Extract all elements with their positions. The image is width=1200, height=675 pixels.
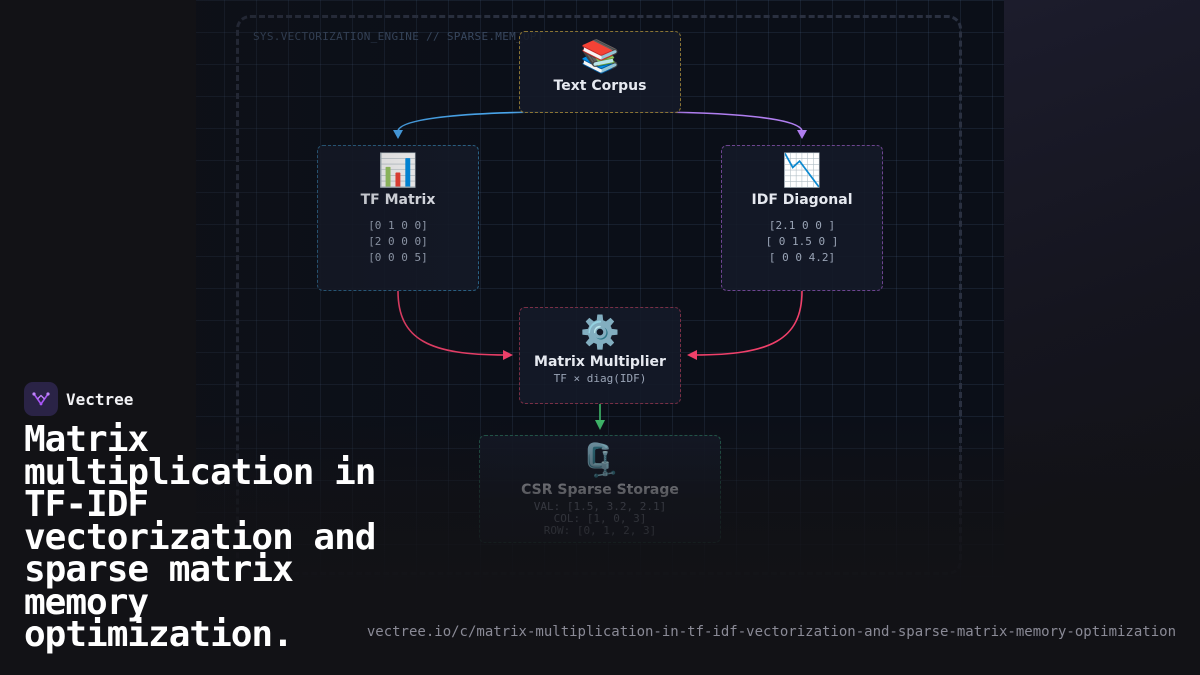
csr-values: VAL: [1.5, 3.2, 2.1] COL: [1, 0, 3] ROW:…	[480, 501, 720, 537]
node-text-corpus: 📚 Text Corpus	[519, 31, 681, 113]
node-title: IDF Diagonal	[751, 192, 853, 208]
node-title: CSR Sparse Storage	[521, 482, 679, 498]
edge-corpus-to-tf-arrowhead	[393, 130, 403, 139]
vectree-logo-icon	[24, 382, 58, 416]
gear-icon: ⚙️	[580, 313, 620, 351]
node-tf-matrix: 📊 TF Matrix [0 1 0 0] [2 0 0 0] [0 0 0 5…	[317, 145, 479, 291]
edge-multiplier-to-csr-arrowhead	[595, 420, 605, 430]
node-title: Matrix Multiplier	[534, 354, 666, 370]
edge-tf-to-multiplier	[397, 290, 506, 356]
matrix-row: [0 0 0 5]	[368, 251, 428, 264]
matrix-row: [0 1 0 0]	[368, 219, 428, 232]
edge-idf-to-multiplier-arrowhead	[687, 350, 697, 360]
csr-row: ROW: [0, 1, 2, 3]	[543, 524, 657, 537]
matrix-row: [ 0 1.5 0 ]	[765, 235, 839, 248]
bar-chart-icon: 📊	[378, 151, 418, 189]
matrix-row: [ 0 0 4.2]	[768, 251, 836, 264]
chart-decreasing-icon: 📉	[782, 151, 822, 189]
books-icon: 📚	[580, 37, 620, 75]
matrix-values: [2.1 0 0 ] [ 0 1.5 0 ] [ 0 0 4.2]	[722, 218, 882, 266]
edge-corpus-to-tf	[397, 111, 561, 132]
brand: Vectree	[24, 382, 133, 416]
node-csr-sparse-storage: 🗜️ CSR Sparse Storage VAL: [1.5, 3.2, 2.…	[479, 435, 721, 543]
headline: Matrix multiplication in TF-IDF vectoriz…	[24, 419, 376, 655]
brand-name: Vectree	[66, 389, 134, 409]
matrix-row: [2.1 0 0 ]	[768, 219, 836, 232]
node-matrix-multiplier: ⚙️ Matrix Multiplier TF × diag(IDF)	[519, 307, 681, 404]
edge-corpus-to-idf	[639, 111, 803, 132]
page-url: vectree.io/c/matrix-multiplication-in-tf…	[366, 624, 1176, 640]
node-idf-diagonal: 📉 IDF Diagonal [2.1 0 0 ] [ 0 1.5 0 ] [ …	[721, 145, 883, 291]
node-formula: TF × diag(IDF)	[553, 372, 647, 385]
matrix-values: [0 1 0 0] [2 0 0 0] [0 0 0 5]	[318, 218, 478, 266]
edge-tf-to-multiplier-arrowhead	[503, 350, 513, 360]
edge-idf-to-multiplier	[694, 290, 803, 356]
edge-corpus-to-idf-arrowhead	[797, 130, 807, 139]
matrix-row: [2 0 0 0]	[368, 235, 428, 248]
clamp-icon: 🗜️	[580, 441, 620, 479]
node-title: Text Corpus	[553, 78, 647, 94]
node-title: TF Matrix	[360, 192, 436, 208]
